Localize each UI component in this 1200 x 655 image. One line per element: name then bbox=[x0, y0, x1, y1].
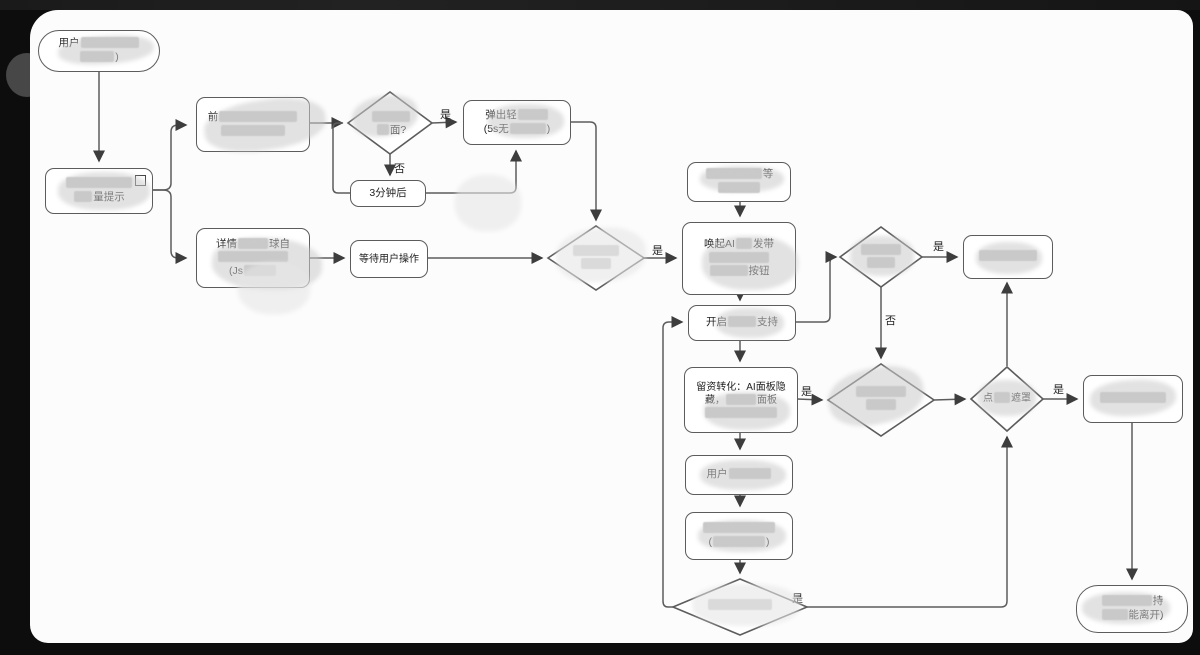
node-text: 弹出轻 bbox=[485, 108, 517, 121]
redacted-text bbox=[705, 406, 777, 418]
click-mask-diamond-label: 点 遮罩 bbox=[968, 386, 1046, 412]
yes-result-node bbox=[963, 235, 1053, 279]
redacted-text bbox=[728, 316, 756, 328]
bottom-decision-diamond-label bbox=[686, 586, 794, 626]
checkbox-icon bbox=[135, 175, 146, 186]
end-node: 持 能离开) bbox=[1076, 585, 1188, 633]
node-text: 遮罩 bbox=[1011, 393, 1031, 405]
node-text: 发带 bbox=[752, 238, 774, 251]
node-text: 3分钟后 bbox=[369, 186, 407, 199]
node-text: 面板 bbox=[757, 394, 777, 406]
redacted-text bbox=[74, 191, 93, 202]
redacted-text bbox=[703, 522, 775, 534]
redacted-text bbox=[376, 124, 389, 135]
node-text: 用户 bbox=[706, 468, 728, 481]
redacted-text bbox=[994, 392, 1010, 404]
label-yes: 是 bbox=[652, 245, 663, 257]
node-text: (5s无 bbox=[483, 122, 509, 135]
node-text: ( bbox=[708, 536, 713, 548]
wait-user-action-node: 等待用户操作 bbox=[350, 240, 428, 278]
traffic-tip-node: 量提示 bbox=[45, 168, 153, 214]
label-yes: 是 bbox=[1053, 384, 1064, 396]
redacted-text bbox=[218, 251, 288, 263]
node-text: 留资转化：AI面板隐 bbox=[696, 381, 786, 393]
node-text: 持 bbox=[1152, 595, 1164, 608]
label-no: 否 bbox=[394, 163, 405, 175]
redacted-text bbox=[705, 168, 762, 180]
result-node: () bbox=[685, 512, 793, 560]
node-text: 等待用户操作 bbox=[359, 253, 419, 265]
node-text: ) bbox=[546, 122, 551, 135]
decision-2-diamond-label bbox=[836, 375, 926, 423]
redacted-text bbox=[713, 536, 765, 547]
node-text: 按钮 bbox=[748, 265, 770, 278]
user-action-diamond-label bbox=[556, 234, 636, 282]
node-text: ) bbox=[766, 536, 770, 548]
node-text: 前 bbox=[207, 110, 219, 123]
redacted-text bbox=[1101, 609, 1128, 620]
screen-check-diamond-label: 面? bbox=[352, 98, 430, 150]
node-text: 球自 bbox=[269, 237, 290, 250]
redacted-text bbox=[735, 238, 752, 250]
enable-support-node: 开启 支持 bbox=[688, 305, 796, 341]
redacted-text bbox=[509, 122, 546, 134]
label-yes: 是 bbox=[801, 386, 812, 398]
redacted-text bbox=[517, 108, 548, 120]
redacted-text bbox=[80, 37, 139, 49]
redacted-text bbox=[718, 182, 760, 193]
redacted-text bbox=[372, 110, 410, 122]
entry-node: 等 bbox=[687, 162, 791, 202]
detail-page-node: 详情 球自 (Js bbox=[196, 228, 310, 288]
node-text: 藏， bbox=[705, 394, 725, 406]
label-yes: 是 bbox=[440, 109, 451, 121]
node-text: 能离开) bbox=[1128, 609, 1164, 621]
precondition-node: 前 bbox=[196, 97, 310, 152]
node-text: ) bbox=[115, 51, 119, 63]
awaken-ai-panel-node: 唤起AI 发带 按钮 bbox=[682, 222, 796, 295]
redacted-text bbox=[708, 599, 772, 611]
mask-action-node bbox=[1083, 375, 1183, 423]
node-text: 点 bbox=[983, 393, 993, 405]
redacted-text bbox=[979, 250, 1037, 262]
node-text: 量提示 bbox=[93, 191, 125, 203]
label-yes: 是 bbox=[792, 593, 803, 605]
node-text: (Js bbox=[229, 264, 243, 277]
redacted-text bbox=[573, 244, 619, 256]
redacted-text bbox=[726, 393, 756, 405]
label-no: 否 bbox=[885, 315, 896, 327]
node-text: 唤起AI bbox=[704, 238, 735, 251]
redacted-text bbox=[66, 177, 132, 189]
redacted-text bbox=[80, 51, 115, 62]
start-node: 用户 ) bbox=[38, 30, 160, 72]
redacted-text bbox=[709, 265, 748, 277]
user-node: 用户 bbox=[685, 455, 793, 495]
node-text: 等 bbox=[762, 168, 774, 181]
redacted-text bbox=[867, 257, 895, 268]
redacted-text bbox=[709, 251, 769, 263]
after-3-min-node: 3分钟后 bbox=[350, 180, 426, 207]
toast-popup-node: 弹出轻 (5s无) bbox=[463, 100, 571, 145]
retention-conversion-node: 留资转化：AI面板隐 藏， 面板 bbox=[684, 367, 798, 433]
node-text: 面? bbox=[389, 124, 407, 136]
redacted-text bbox=[244, 264, 276, 276]
node-text: 详情 bbox=[216, 237, 237, 250]
redacted-text bbox=[866, 399, 896, 410]
redacted-text bbox=[1101, 595, 1152, 607]
redacted-text bbox=[728, 468, 771, 480]
node-text: 支持 bbox=[757, 316, 778, 329]
redacted-text bbox=[219, 110, 298, 122]
redacted-text bbox=[238, 237, 268, 249]
redacted-text bbox=[221, 124, 285, 136]
label-yes: 是 bbox=[933, 241, 944, 253]
node-text: 用户 bbox=[58, 37, 80, 50]
node-text: 开启 bbox=[706, 316, 727, 329]
decision-1-diamond-label bbox=[845, 234, 917, 280]
redacted-text bbox=[856, 385, 906, 397]
redacted-text bbox=[581, 258, 611, 269]
redacted-text bbox=[1100, 392, 1166, 404]
redacted-text bbox=[861, 243, 901, 255]
